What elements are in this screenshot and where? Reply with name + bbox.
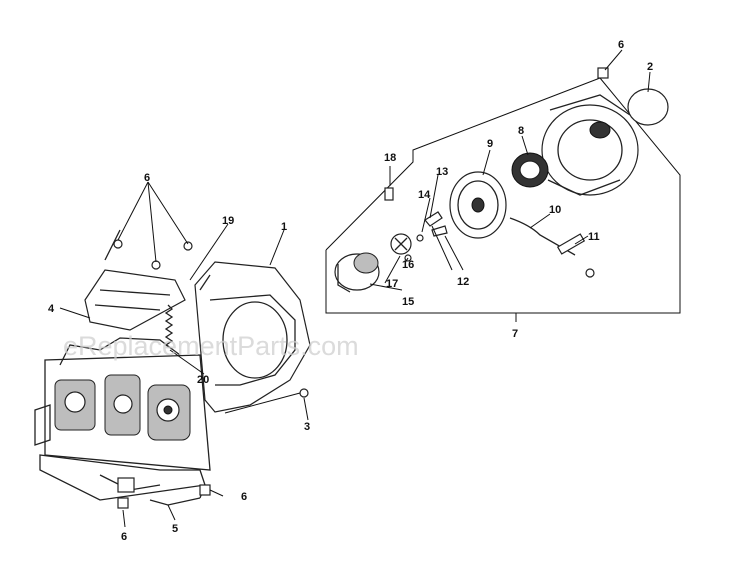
recoil-spring: [511, 152, 549, 188]
callout-6-topright: 6: [618, 39, 624, 51]
callout-19: 19: [222, 215, 234, 227]
callout-7: 7: [512, 328, 518, 340]
callout-8: 8: [518, 125, 524, 137]
callout-12: 12: [457, 276, 469, 288]
callout-4: 4: [48, 303, 55, 315]
callout-11: 11: [588, 231, 600, 243]
callout-13: 13: [436, 166, 448, 178]
starter-housing: [541, 67, 669, 196]
callout-16: 16: [402, 259, 414, 271]
callout-17: 17: [386, 278, 398, 290]
starter-rope: [509, 217, 595, 278]
starter-cup: [334, 252, 380, 293]
watermark: eReplacementParts.com: [63, 331, 359, 361]
callout-3: 3: [304, 421, 310, 433]
callout-14: 14: [418, 189, 431, 201]
cylinder-baffle: [84, 229, 193, 331]
callout-6-left: 6: [121, 531, 127, 543]
recoil-starter-assembly-outline: [325, 77, 681, 314]
pawl-parts: [416, 211, 448, 242]
callout-labels: 6 19 1 4 20 3 6 5 6 6 2 8 9 18 13 14 10 …: [48, 39, 653, 543]
callout-9: 9: [487, 138, 493, 150]
blower-housing: [194, 261, 311, 413]
callout-18: 18: [384, 152, 396, 164]
callout-20: 20: [197, 374, 209, 386]
engine-block: [34, 337, 211, 501]
callout-1: 1: [281, 221, 287, 233]
pulley: [449, 171, 507, 239]
callout-6-top: 6: [144, 172, 150, 184]
callout-2: 2: [647, 61, 653, 73]
leader-lines: [59, 49, 651, 528]
callout-10: 10: [549, 204, 561, 216]
bolt: [384, 187, 394, 201]
spring: [164, 304, 174, 350]
callout-6-right: 6: [241, 491, 247, 503]
callout-5: 5: [172, 523, 178, 535]
callout-15: 15: [402, 296, 414, 308]
ratchet: [390, 233, 412, 262]
